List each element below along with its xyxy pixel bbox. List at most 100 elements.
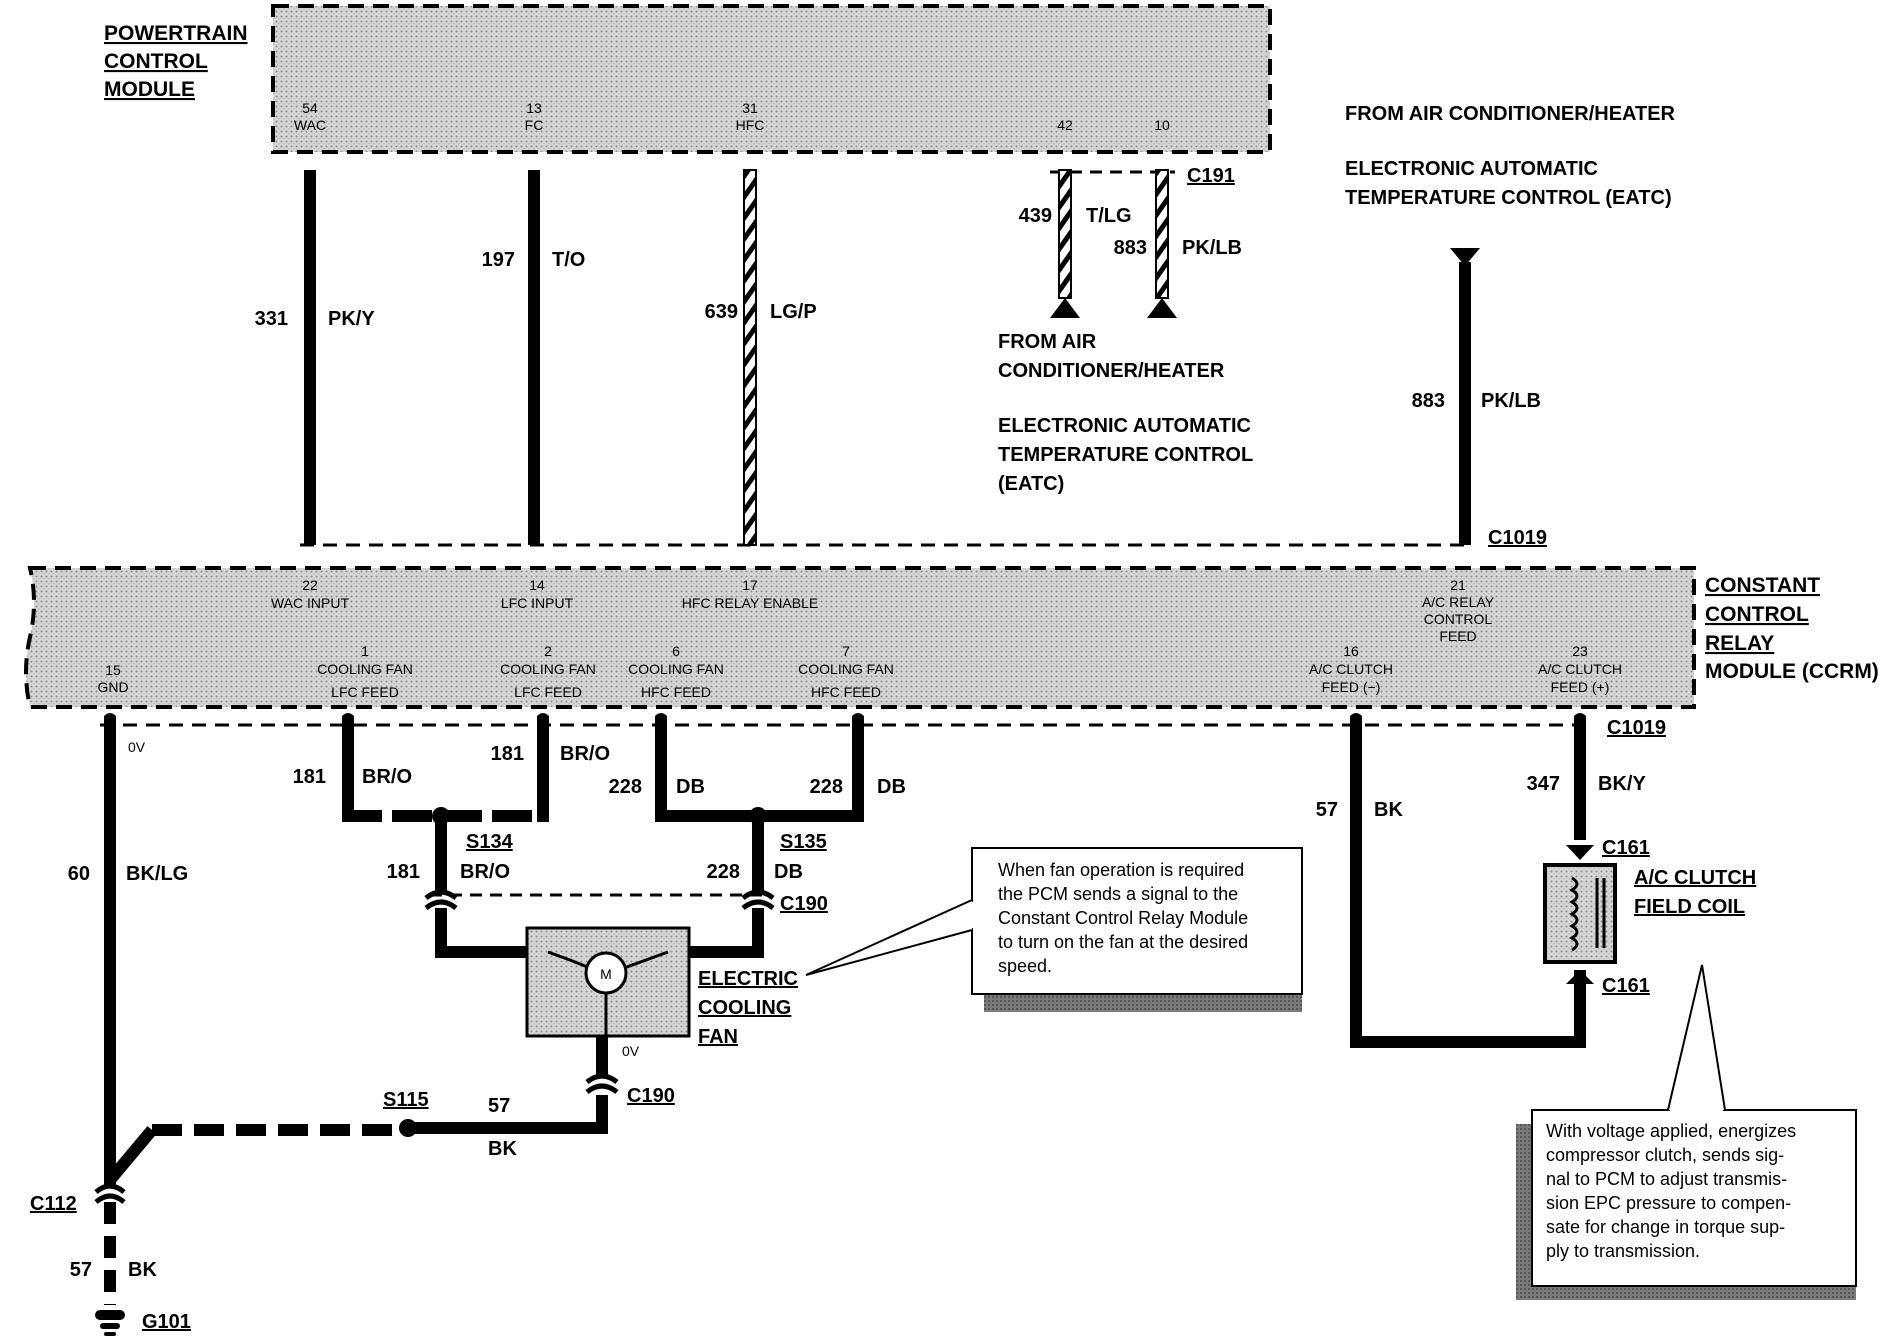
ccrm-pin-21-label-2: CONTROL <box>1424 611 1493 627</box>
eatc-label-2: TEMPERATURE CONTROL <box>998 444 1253 466</box>
ccrm-pin-21-label-1: A/C RELAY <box>1422 594 1495 610</box>
wire-228-left-number: 228 <box>609 776 642 798</box>
splice-s135: S135 <box>780 831 827 853</box>
from-ac-label-2: CONDITIONER/HEATER <box>998 360 1225 382</box>
wire-181-right-number: 181 <box>491 743 524 765</box>
pcm-ccrm-wires <box>304 169 1471 546</box>
ccrm-pin-22-label: WAC INPUT <box>271 595 349 611</box>
hfc-circuit <box>655 713 864 958</box>
pcm-module: POWERTRAIN CONTROL MODULE 54 WAC 13 FC 3… <box>104 4 1272 154</box>
wire-639-color: LG/P <box>770 301 817 323</box>
pcm-pin-num-13: 13 <box>526 100 542 116</box>
wire-197-color: T/O <box>552 249 585 271</box>
ccrm-pin-17-num: 17 <box>742 577 758 593</box>
connector-c1019-top: C1019 <box>1488 527 1547 549</box>
wire-60-number: 60 <box>68 863 90 885</box>
eatc-label-1: ELECTRONIC AUTOMATIC <box>998 415 1251 437</box>
electric-cooling-fan: M <box>525 926 691 1038</box>
eatc-right-label-1: ELECTRONIC AUTOMATIC <box>1345 158 1598 180</box>
fan-note <box>805 847 1303 1012</box>
ac-clutch-field-coil <box>1543 863 1617 964</box>
ccrm-pin-6-label-2: HFC FEED <box>641 684 711 700</box>
wire-439-number: 439 <box>1019 205 1052 227</box>
wire-57-ground-number: 57 <box>488 1095 510 1117</box>
ccrm-pin-1-label-2: LFC FEED <box>331 684 399 700</box>
wire-347-color: BK/Y <box>1598 773 1646 795</box>
clutch-note-line-6: ply to transmission. <box>1546 1241 1700 1261</box>
wire-57-clutch-number: 57 <box>1316 799 1338 821</box>
wire-228-fan-number: 228 <box>707 861 740 883</box>
clutch-note-line-4: sion EPC pressure to compen- <box>1546 1193 1791 1213</box>
clutch-note-line-2: compressor clutch, sends sig- <box>1546 1145 1784 1165</box>
splice-s115: S115 <box>383 1089 429 1111</box>
pcm-pin-num-31: 31 <box>742 100 758 116</box>
eatc-label-3: (EATC) <box>998 473 1064 495</box>
ccrm-title-line-1: CONSTANT <box>1705 574 1820 597</box>
clutch-label-2: FIELD COIL <box>1634 896 1745 918</box>
ground-circuit <box>94 713 608 1336</box>
fan-note-line-4: to turn on the fan at the desired <box>998 932 1248 952</box>
wire-883-pkl-number: 883 <box>1412 390 1445 412</box>
ccrm-pin-1-num: 1 <box>361 643 369 659</box>
ccrm-pin-21-label-3: FEED <box>1439 628 1476 644</box>
wire-181-fan-color: BR/O <box>460 861 510 883</box>
pcm-pin-label-fc: FC <box>525 117 544 133</box>
ccrm-pin-7-label-2: HFC FEED <box>811 684 881 700</box>
pcm-pin-num-42: 42 <box>1057 117 1073 133</box>
fan-motor-label: M <box>600 966 612 982</box>
wire-57-ground-color: BK <box>488 1138 517 1160</box>
ccrm-pin-15-label: GND <box>97 679 128 695</box>
eatc-source-arrow <box>1450 248 1480 266</box>
pcm-title-line-1: POWERTRAIN <box>104 22 248 45</box>
wire-197-number: 197 <box>482 249 515 271</box>
connector-c1019-bottom: C1019 <box>1607 717 1666 739</box>
connector-c161-bottom: C161 <box>1602 975 1650 997</box>
wire-57-g101-number: 57 <box>70 1259 92 1281</box>
ccrm-pin-7-label-1: COOLING FAN <box>798 661 894 677</box>
ccrm-pin-7-num: 7 <box>842 643 850 659</box>
wire-228-fan-color: DB <box>774 861 803 883</box>
ac-clutch-circuit <box>1350 713 1594 1048</box>
wire-181-fan-number: 181 <box>387 861 420 883</box>
connector-c112: C112 <box>30 1193 77 1215</box>
wire-181-left-color: BR/O <box>362 766 412 788</box>
fan-label-3: FAN <box>698 1026 738 1048</box>
ccrm-pin-6-num: 6 <box>672 643 680 659</box>
pcm-pin-num-10: 10 <box>1154 117 1170 133</box>
wire-639-number: 639 <box>705 301 738 323</box>
ccrm-title-line-3: RELAY <box>1705 632 1774 655</box>
connector-c161-top: C161 <box>1602 837 1650 859</box>
fan-note-line-3: Constant Control Relay Module <box>998 908 1248 928</box>
wire-347-number: 347 <box>1527 773 1560 795</box>
connector-c191: C191 <box>1187 165 1235 187</box>
from-ac-label-1: FROM AIR <box>998 331 1097 353</box>
ground-g101: G101 <box>142 1311 191 1333</box>
eatc-right-label-2: TEMPERATURE CONTROL (EATC) <box>1345 187 1672 209</box>
pcm-pin-label-hfc: HFC <box>736 117 765 133</box>
ccrm-pin-15-num: 15 <box>105 662 121 678</box>
pcm-title-line-2: CONTROL <box>104 50 208 73</box>
ccrm-title-line-2: CONTROL <box>1705 603 1809 626</box>
ccrm-pin-2-label-2: LFC FEED <box>514 684 582 700</box>
fan-label-2: COOLING <box>698 997 791 1019</box>
fan-label-1: ELECTRIC <box>698 968 798 990</box>
wire-883-number: 883 <box>1114 237 1147 259</box>
wire-228-right-color: DB <box>877 776 906 798</box>
ccrm-pin-23-label-1: A/C CLUTCH <box>1538 661 1622 677</box>
ccrm-pin-21-num: 21 <box>1450 577 1466 593</box>
ac-input-arrow-439 <box>1050 298 1080 318</box>
clutch-note-line-1: With voltage applied, energizes <box>1546 1121 1796 1141</box>
ccrm-title-line-4: MODULE (CCRM) <box>1705 660 1879 683</box>
wire-228-left-color: DB <box>676 776 705 798</box>
ccrm-pin-16-label-2: FEED (−) <box>1322 679 1381 695</box>
fan-note-line-2: the PCM sends a signal to the <box>998 884 1238 904</box>
wire-439-color: T/LG <box>1086 205 1132 227</box>
clutch-note <box>1516 964 1857 1300</box>
ccrm-pin-16-num: 16 <box>1343 643 1359 659</box>
ccrm-pin-17-label: HFC RELAY ENABLE <box>682 595 818 611</box>
ccrm-module <box>24 566 1696 709</box>
ccrm-pin-1-label-1: COOLING FAN <box>317 661 413 677</box>
wire-228-right-number: 228 <box>810 776 843 798</box>
ccrm-pin-14-label: LFC INPUT <box>501 595 574 611</box>
